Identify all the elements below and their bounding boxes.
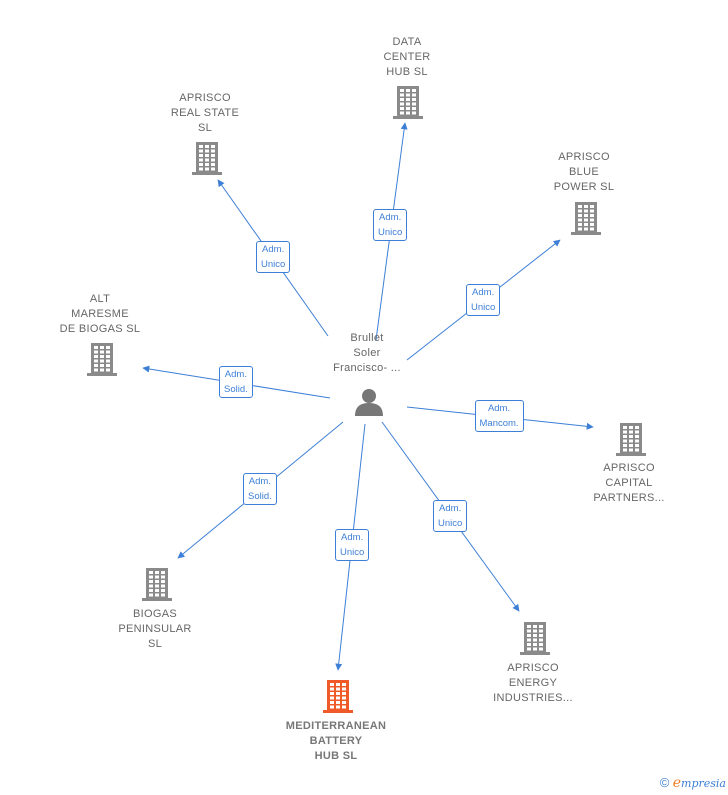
company-name-biogas-peninsular-line: PENINSULAR [118,623,192,635]
company-name-mediterranean-battery-line: BATTERY [309,735,363,747]
company-name-mediterranean-battery-line: MEDITERRANEAN [285,720,387,732]
role-badge-line: Mancom. [479,418,519,429]
company-name-data-center-line: HUB SL [386,66,428,78]
company-name-aprisco-energy-line: INDUSTRIES... [493,692,573,704]
role-badge-line: Adm. [439,503,462,514]
role-badge-line: Adm. [487,403,511,414]
company-node-alt-maresme[interactable] [85,341,119,382]
building-icon [87,343,117,376]
copyright-symbol: © [659,775,670,790]
company-name-aprisco-blue-power-line: APRISCO [558,151,610,163]
center-person[interactable] [354,387,384,422]
building-icon [393,86,423,119]
company-name-mediterranean-battery[interactable]: MEDITERRANEAN BATTERY HUB SL [261,719,411,764]
company-name-aprisco-real-state[interactable]: APRISCO REAL STATE SL [140,91,270,136]
brand-footer: © empresia [660,775,726,791]
company-name-biogas-peninsular-line: BIOGAS [133,608,177,620]
company-node-aprisco-capital[interactable] [614,421,648,462]
role-badge-line: Adm. [472,287,495,298]
role-badge-line: Adm. [224,369,247,380]
company-name-aprisco-blue-power-line: POWER SL [553,181,615,193]
company-node-mediterranean-battery[interactable] [321,678,355,719]
company-name-biogas-peninsular-line: SL [147,638,163,650]
role-badge-line: Adm. [341,532,364,543]
company-node-aprisco-real-state[interactable] [190,140,224,181]
company-name-data-center[interactable]: DATA CENTER HUB SL [342,35,472,80]
company-name-data-center-line: CENTER [383,51,431,63]
person-icon [355,389,383,416]
building-icon [571,202,601,235]
role-badge-aprisco-energy[interactable]: Adm. Unico [433,500,468,532]
company-name-alt-maresme-line: ALT [89,293,111,305]
company-node-data-center[interactable] [391,84,425,125]
building-icon [192,142,222,175]
role-badge-line: Adm. [248,476,271,487]
building-icon [616,423,646,456]
role-badge-data-center[interactable]: Adm. Unico [373,209,408,241]
role-badge-line: Solid. [224,384,248,395]
role-badge-aprisco-real-state[interactable]: Adm. Unico [256,241,291,273]
role-badge-line: Adm. [262,244,285,255]
company-name-aprisco-capital-line: APRISCO [603,462,655,474]
role-badge-mediterranean-battery[interactable]: Adm. Unico [335,529,370,561]
role-badge-line: Solid. [248,491,272,502]
role-badge-aprisco-blue-power[interactable]: Adm. Unico [466,284,501,316]
role-badge-line: Unico [378,227,403,238]
company-name-aprisco-capital-line: PARTNERS... [593,492,665,504]
company-node-aprisco-energy[interactable] [518,620,552,661]
role-badge-aprisco-capital[interactable]: Adm. Mancom. [474,400,524,432]
company-name-aprisco-blue-power[interactable]: APRISCO BLUE POWER SL [519,150,649,195]
company-name-aprisco-real-state-line: SL [197,122,213,134]
company-name-mediterranean-battery-line: HUB SL [314,750,358,762]
center-person-name-line: Soler [353,347,381,359]
company-name-aprisco-real-state-line: REAL STATE [170,107,240,119]
company-name-aprisco-energy-line: APRISCO [507,662,559,674]
company-node-biogas-peninsular[interactable] [140,566,174,607]
company-name-aprisco-blue-power-line: BLUE [569,166,599,178]
company-name-alt-maresme[interactable]: ALT MARESME DE BIOGAS SL [35,292,165,337]
center-person-name-line: Francisco- ... [333,362,401,374]
company-name-aprisco-capital-line: CAPITAL [605,477,653,489]
role-badge-alt-maresme[interactable]: Adm. Solid. [219,366,253,398]
role-badge-line: Unico [471,302,496,313]
company-name-aprisco-energy-line: ENERGY [508,677,558,689]
company-name-aprisco-energy[interactable]: APRISCO ENERGY INDUSTRIES... [468,661,598,706]
company-node-aprisco-blue-power[interactable] [569,200,603,241]
company-name-data-center-line: DATA [392,36,422,48]
role-badge-line: Unico [340,547,365,558]
brand-logo-text: mpresia [681,777,726,790]
brand-logo-initial: e [672,775,682,791]
role-badge-line: Adm. [379,212,402,223]
building-icon [142,568,172,601]
company-name-biogas-peninsular[interactable]: BIOGAS PENINSULAR SL [90,607,220,652]
company-name-alt-maresme-line: DE BIOGAS SL [59,323,141,335]
company-name-aprisco-capital[interactable]: APRISCO CAPITAL PARTNERS... [564,461,694,506]
role-badge-line: Unico [438,518,463,529]
role-badge-biogas-peninsular[interactable]: Adm. Solid. [243,473,277,505]
building-icon [520,622,550,655]
company-name-aprisco-real-state-line: APRISCO [179,92,231,104]
role-badge-line: Unico [261,259,286,270]
building-icon [323,680,353,713]
company-name-alt-maresme-line: MARESME [71,308,129,320]
center-person-name-line: Brullet [350,332,384,344]
